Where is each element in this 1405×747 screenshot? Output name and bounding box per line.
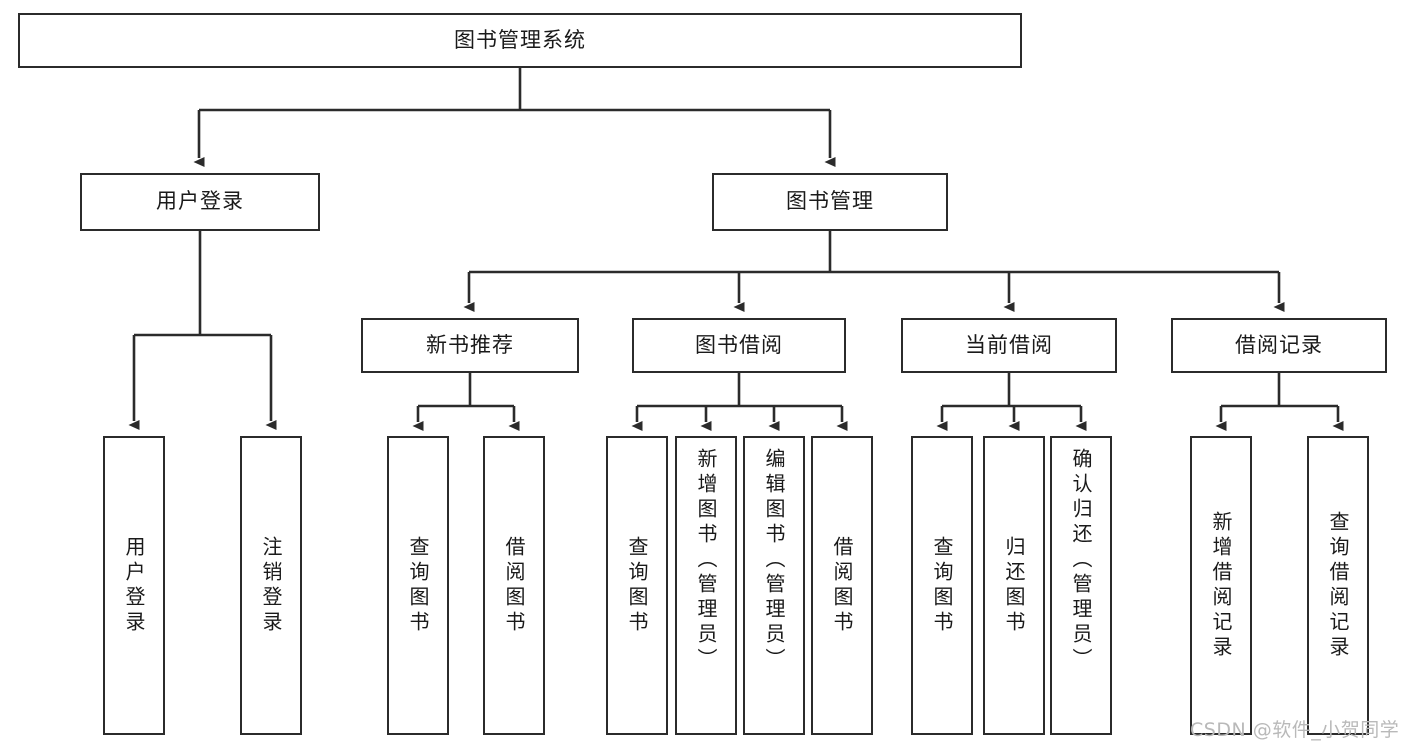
node-user-login[interactable]: 用户登录 — [80, 173, 320, 231]
node-root[interactable]: 图书管理系统 — [18, 13, 1022, 68]
node-leaf-query-book-rec-label: 查询图书 — [406, 535, 430, 636]
node-leaf-add-book-admin[interactable]: 新增图书（管理员） — [675, 436, 737, 735]
node-leaf-borrow-book-label: 借阅图书 — [830, 535, 854, 636]
node-current-borrow[interactable]: 当前借阅 — [901, 318, 1117, 373]
node-current-borrow-label: 当前借阅 — [965, 332, 1053, 357]
node-book-manage-label: 图书管理 — [786, 189, 874, 214]
node-new-book-rec-label: 新书推荐 — [426, 332, 514, 357]
node-leaf-add-borrow-record[interactable]: 新增借阅记录 — [1190, 436, 1252, 735]
node-book-manage[interactable]: 图书管理 — [712, 173, 948, 231]
node-leaf-user-login[interactable]: 用户登录 — [103, 436, 165, 735]
node-leaf-query-borrow-record[interactable]: 查询借阅记录 — [1307, 436, 1369, 735]
node-leaf-query-book-borrow[interactable]: 查询图书 — [606, 436, 668, 735]
node-leaf-borrow-book[interactable]: 借阅图书 — [811, 436, 873, 735]
node-leaf-query-book-current-label: 查询图书 — [930, 535, 954, 636]
node-leaf-return-book[interactable]: 归还图书 — [983, 436, 1045, 735]
node-leaf-add-book-admin-label: 新增图书（管理员） — [694, 448, 718, 673]
node-new-book-rec[interactable]: 新书推荐 — [361, 318, 579, 373]
node-leaf-user-login-label: 用户登录 — [122, 535, 146, 636]
node-leaf-query-book-rec[interactable]: 查询图书 — [387, 436, 449, 735]
node-user-login-label: 用户登录 — [156, 189, 244, 214]
node-book-borrow-label: 图书借阅 — [695, 332, 783, 357]
node-leaf-edit-book-admin[interactable]: 编辑图书（管理员） — [743, 436, 805, 735]
node-borrow-record-label: 借阅记录 — [1235, 332, 1323, 357]
node-leaf-edit-book-admin-label: 编辑图书（管理员） — [762, 448, 786, 673]
node-leaf-confirm-return-admin-label: 确认归还（管理员） — [1069, 448, 1093, 673]
node-leaf-confirm-return-admin[interactable]: 确认归还（管理员） — [1050, 436, 1112, 735]
node-leaf-borrow-book-rec-label: 借阅图书 — [502, 535, 526, 636]
node-leaf-user-logout-label: 注销登录 — [259, 535, 283, 636]
node-root-label: 图书管理系统 — [454, 27, 586, 52]
node-leaf-query-book-borrow-label: 查询图书 — [625, 535, 649, 636]
node-book-borrow[interactable]: 图书借阅 — [632, 318, 846, 373]
node-leaf-return-book-label: 归还图书 — [1002, 535, 1026, 636]
csdn-watermark: CSDN @软件_小贺同学 — [1190, 719, 1400, 741]
node-leaf-add-borrow-record-label: 新增借阅记录 — [1209, 510, 1233, 661]
node-leaf-query-borrow-record-label: 查询借阅记录 — [1326, 510, 1350, 661]
node-leaf-query-book-current[interactable]: 查询图书 — [911, 436, 973, 735]
node-borrow-record[interactable]: 借阅记录 — [1171, 318, 1387, 373]
node-leaf-borrow-book-rec[interactable]: 借阅图书 — [483, 436, 545, 735]
node-leaf-user-logout[interactable]: 注销登录 — [240, 436, 302, 735]
